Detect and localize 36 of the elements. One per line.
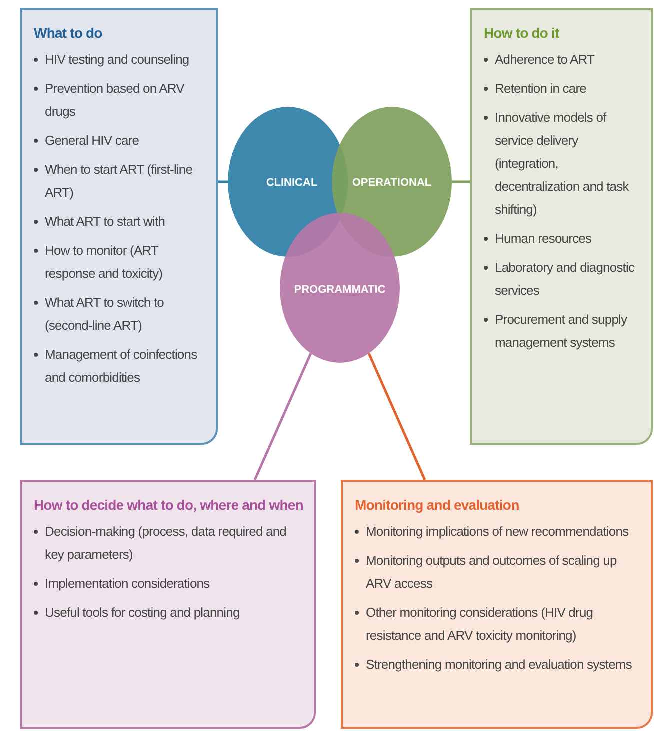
- bullet-item: Procurement and supply management systems: [484, 308, 643, 354]
- bullet-item: What ART to switch to (second-line ART): [34, 291, 208, 337]
- bullet-item: Innovative models of service delivery (integration, decentralization and task shifting): [484, 106, 643, 221]
- circle-label: CLINICAL: [266, 177, 318, 189]
- bullet-item: Adherence to ART: [484, 48, 643, 71]
- circle-label: OPERATIONAL: [352, 177, 432, 189]
- connector-line: [218, 180, 228, 184]
- circle-label: PROGRAMMATIC: [294, 284, 386, 296]
- panel-heading: Monitoring and evaluation: [355, 496, 520, 515]
- topic-panel: [20, 8, 218, 445]
- bullet-item: When to start ART (first-line ART): [34, 158, 208, 204]
- bullet-item: Decision-making (process, data required and key parameters): [34, 520, 306, 566]
- bullet-item: Useful tools for costing and planning: [34, 601, 306, 624]
- bullet-item: How to monitor (ART response and toxicity): [34, 239, 208, 285]
- bullet-item: Laboratory and diagnostic services: [484, 256, 643, 302]
- bullet-item: Human resources: [484, 227, 643, 250]
- panel-heading: What to do: [34, 24, 104, 43]
- bullet-item: Retention in care: [484, 77, 643, 100]
- connector-line: [452, 180, 470, 184]
- panel-heading: How to do it: [484, 24, 560, 43]
- bullet-item: Management of coinfections and comorbidities: [34, 343, 208, 389]
- bullet-item: Prevention based on ARV drugs: [34, 77, 208, 123]
- topic-panel: [20, 480, 316, 729]
- bullet-item: What ART to start with: [34, 210, 208, 233]
- topic-panel: [470, 8, 653, 445]
- panel-heading: How to decide what to do, where and when: [34, 496, 304, 515]
- bullet-item: HIV testing and counseling: [34, 48, 208, 71]
- connector-line: [254, 353, 312, 480]
- bullet-item: Other monitoring considerations (HIV drug resistance and ARV toxicity monitoring): [355, 601, 643, 647]
- bullet-item: Strengthening monitoring and evaluation systems: [355, 653, 643, 676]
- bullet-item: General HIV care: [34, 129, 208, 152]
- connector-line: [368, 353, 426, 480]
- bullet-item: Implementation considerations: [34, 572, 306, 595]
- topic-panel: [341, 480, 653, 729]
- bullet-item: Monitoring implications of new recommendations: [355, 520, 643, 543]
- bullet-item: Monitoring outputs and outcomes of scaling up ARV access: [355, 549, 643, 595]
